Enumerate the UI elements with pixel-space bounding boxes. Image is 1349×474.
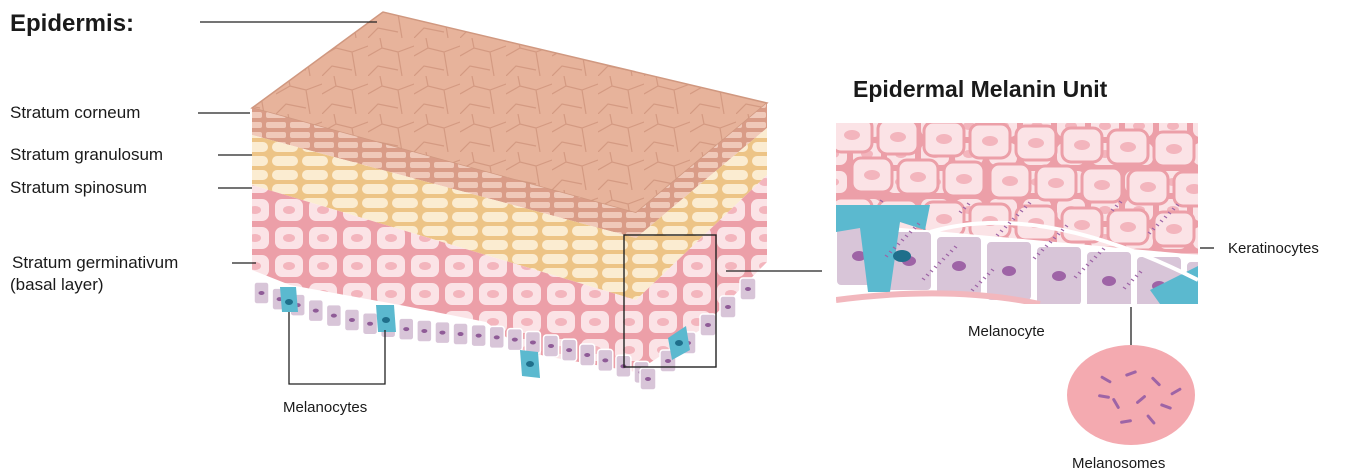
epidermis-title: Epidermis: (10, 10, 134, 38)
label-basal-layer: (basal layer) (10, 275, 104, 295)
melanosome-oval (1067, 345, 1195, 445)
label-melanocyte: Melanocyte (968, 322, 1045, 342)
label-stratum-germinativum: Stratum germinativum (12, 253, 178, 273)
label-melanosomes: Melanosomes (1072, 454, 1165, 474)
label-stratum-granulosum: Stratum granulosum (10, 145, 163, 165)
label-keratinocytes: Keratinocytes (1228, 239, 1319, 259)
melanin-unit-inset (832, 118, 1260, 321)
label-stratum-corneum: Stratum corneum (10, 103, 140, 123)
melanin-unit-title: Epidermal Melanin Unit (853, 76, 1107, 103)
label-stratum-spinosum: Stratum spinosum (10, 178, 147, 198)
label-melanocytes: Melanocytes (283, 398, 367, 418)
